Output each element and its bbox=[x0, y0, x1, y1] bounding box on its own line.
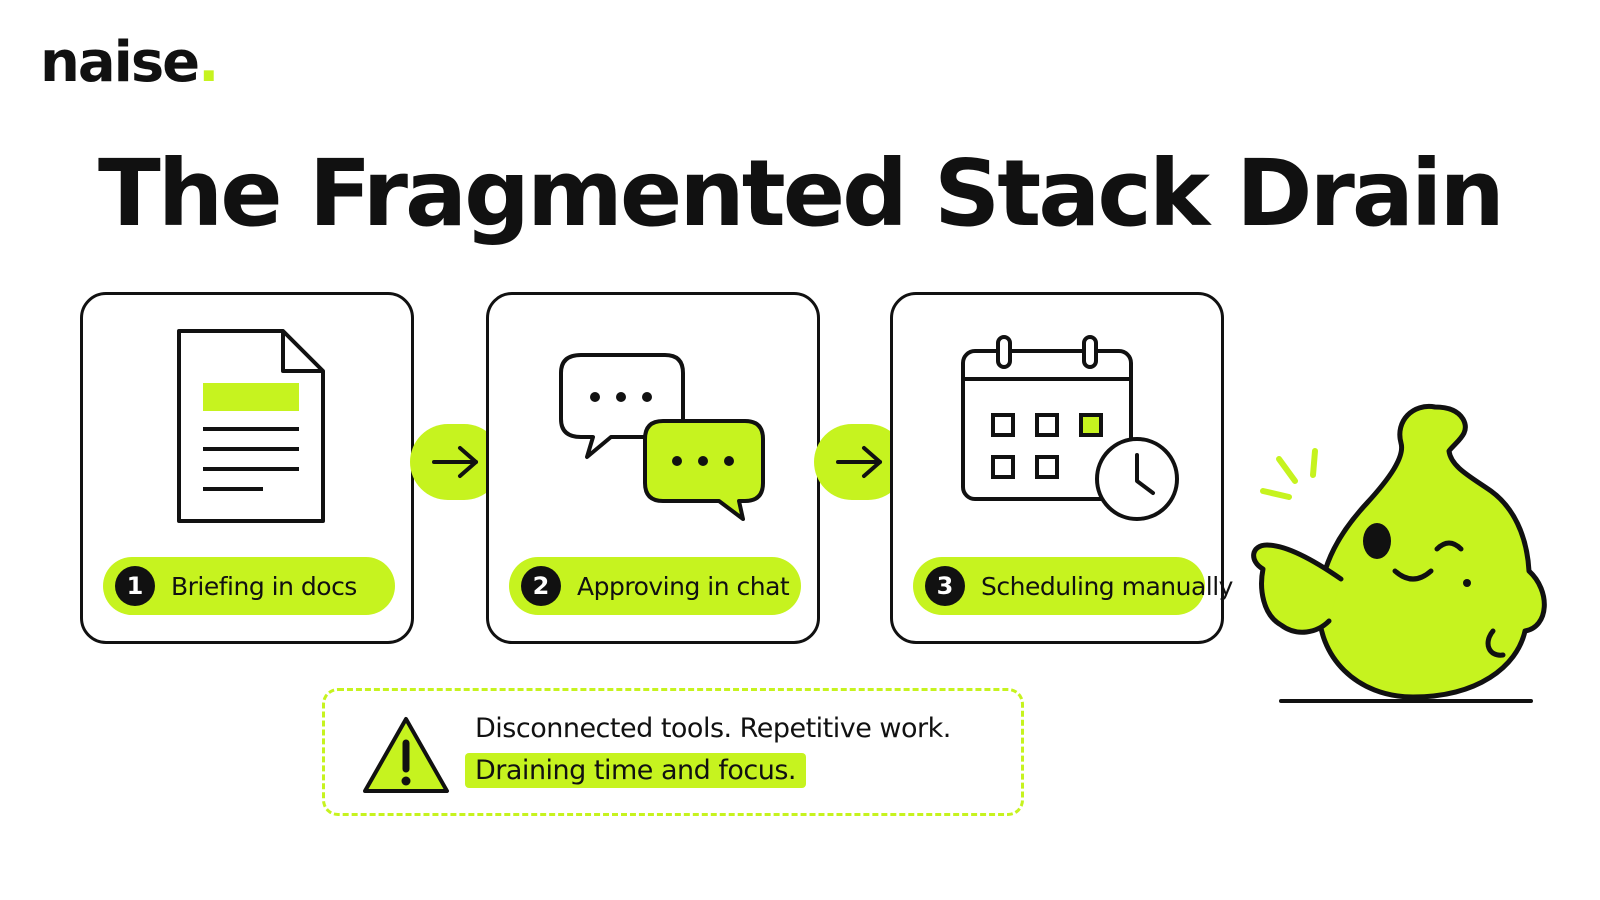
warning-callout: Disconnected tools. Repetitive work. Dra… bbox=[322, 688, 1024, 816]
warning-text-line2: Draining time and focus. bbox=[465, 753, 806, 788]
brand-name: naise bbox=[40, 30, 200, 95]
brand-dot: . bbox=[198, 30, 219, 95]
document-icon bbox=[177, 329, 325, 523]
warning-text-line1: Disconnected tools. Repetitive work. bbox=[475, 713, 951, 744]
chat-bubbles-icon bbox=[559, 353, 765, 521]
step-pill-1: 1 Briefing in docs bbox=[103, 557, 395, 615]
step-pill-2: 2 Approving in chat bbox=[509, 557, 801, 615]
step-pill-3: 3 Scheduling manually bbox=[913, 557, 1233, 615]
arrow-right-icon bbox=[836, 446, 882, 478]
brand-logo: naise. bbox=[40, 30, 219, 95]
page-title: The Fragmented Stack Drain bbox=[98, 140, 1505, 247]
step-card-2: 2 Approving in chat bbox=[486, 292, 820, 644]
step-label-3: Scheduling manually bbox=[981, 571, 1233, 601]
step-card-3: 3 Scheduling manually bbox=[890, 292, 1233, 644]
calendar-clock-icon bbox=[961, 335, 1179, 521]
step-label-2: Approving in chat bbox=[577, 571, 790, 601]
step-number-1: 1 bbox=[115, 566, 155, 606]
blob-mascot-pointing-icon bbox=[1251, 403, 1547, 703]
step-number-3: 3 bbox=[925, 566, 965, 606]
arrow-right-icon bbox=[432, 446, 478, 478]
step-card-1: 1 Briefing in docs bbox=[80, 292, 414, 644]
step-number-2: 2 bbox=[521, 566, 561, 606]
step-label-1: Briefing in docs bbox=[171, 571, 357, 601]
warning-triangle-icon bbox=[363, 717, 449, 793]
